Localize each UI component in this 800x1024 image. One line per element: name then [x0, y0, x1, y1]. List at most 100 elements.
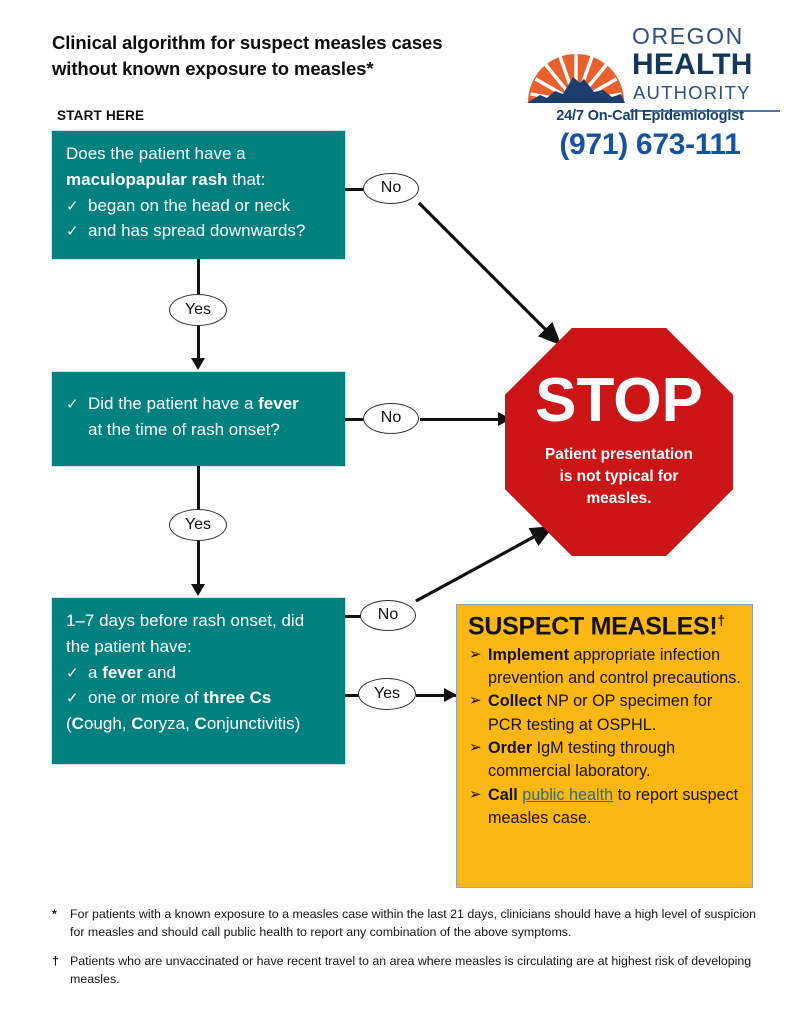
suspect-item-1-lead: Collect: [488, 692, 542, 711]
oval-label-no-1: No: [380, 179, 402, 196]
connector-oval-no-1[interactable]: No: [363, 173, 419, 204]
arrowhead-to-suspect-box: [444, 688, 457, 702]
logo-word-authority: AUTHORITY: [633, 82, 751, 103]
connector-oval-yes-1[interactable]: Yes: [169, 294, 227, 326]
box3-check-2: ✓ one or more of three Cs: [66, 685, 333, 711]
suspect-item-3-rest: to report suspect measles case.: [488, 785, 739, 828]
arrowhead-to-box3: [191, 584, 205, 596]
decision-box-prodrome[interactable]: 1–7 days before rash onset, did the pati…: [52, 598, 345, 764]
suspect-measles-title: SUSPECT MEASLES!†: [468, 612, 742, 641]
suspect-item-3-lead: Call: [488, 785, 518, 804]
box2-fever-term: fever: [258, 394, 299, 413]
box3-c-cough: C: [71, 714, 84, 734]
sunburst-mountain-icon: [527, 52, 625, 104]
box3-line-5: (Cough, Coryza, Conjunctivitis): [66, 714, 301, 734]
box2-line-1-text: Did the patient have a: [88, 394, 259, 413]
octagon-shape: [505, 328, 733, 556]
box3-line-1: 1–7 days before rash onset, did: [66, 611, 305, 630]
checkmark-icon: ✓: [66, 396, 79, 413]
footnote-marker: †: [52, 954, 59, 969]
box3-line-2: the patient have:: [66, 636, 192, 656]
suspect-item-2-rest: IgM testing through commercial laborator…: [488, 739, 676, 781]
oval-label-yes-3: Yes: [373, 685, 401, 702]
box3-c-coryza: C: [131, 714, 144, 734]
logo-divider-rule: [630, 110, 780, 112]
footnotes: * For patients with a known exposure to a…: [50, 905, 760, 999]
box1-check-2-text: and has spread downwards?: [88, 221, 306, 241]
suspect-action-item: ➢ Call public health to report suspect me…: [468, 784, 742, 831]
connector-box2-to-yes2: [197, 466, 200, 510]
checkmark-icon: ✓: [66, 690, 79, 708]
start-here-label: START HERE: [57, 108, 145, 123]
oncall-epidemiologist-label: 24/7 On-Call Epidemiologist: [556, 108, 744, 124]
box3-check-1: ✓a fever and: [66, 660, 333, 686]
connector-box2-to-no2: [345, 418, 365, 421]
suspect-title-text: SUSPECT MEASLES!: [468, 612, 718, 641]
oval-label-no-3: No: [377, 606, 399, 623]
arrow-bullet-icon: ➢: [469, 692, 482, 710]
suspect-title-dagger: †: [717, 612, 725, 628]
checkmark-icon: ✓: [66, 223, 79, 241]
logo-word-oregon: OREGON: [632, 23, 744, 49]
suspect-item-0-lead: Implement: [488, 645, 569, 664]
suspect-measles-panel: SUSPECT MEASLES!† ➢ Implement appropriate…: [456, 604, 753, 888]
oncall-phone-number[interactable]: (971) 673-111: [559, 128, 741, 161]
logo-wordmark: OREGON HEALTH AUTHORITY: [632, 22, 776, 108]
stop-sign: STOP Patient presentation is not typical…: [505, 328, 733, 556]
page-title-line-1: Clinical algorithm for suspect measles c…: [52, 32, 443, 53]
box1-line-1: Does the patient have a: [66, 144, 246, 163]
arrow-bullet-icon: ➢: [469, 739, 482, 757]
box3-check-1-pre: a: [88, 662, 103, 682]
connector-box1-to-yes1: [197, 259, 200, 295]
connector-oval-no-2[interactable]: No: [363, 403, 419, 434]
box1-check-1-text: began on the head or neck: [88, 195, 291, 215]
footnote-asterisk-text: For patients with a known exposure to a …: [70, 907, 756, 940]
checkmark-icon: ✓: [66, 197, 79, 215]
stop-subtext-line-1: Patient presentation: [545, 446, 693, 463]
footnote-dagger-text: Patients who are unvaccinated or have re…: [70, 954, 752, 987]
logo-word-health: HEALTH: [632, 48, 753, 81]
suspect-item-1-rest: NP or OP specimen for PCR testing at OSP…: [488, 692, 713, 734]
box2-line-1: ✓ Did the patient have a fever: [66, 391, 333, 417]
arrowhead-to-box2: [191, 358, 205, 370]
footnote-marker: *: [52, 907, 57, 921]
box1-check-2: ✓ and has spread downwards?: [66, 218, 333, 244]
page-title-line-2: without known exposure to measles*: [52, 58, 374, 80]
connector-no2-to-stop: [420, 418, 503, 421]
connector-box3-to-no3: [345, 615, 362, 618]
decision-box-rash[interactable]: Does the patient have a maculopapular ra…: [52, 131, 345, 259]
footnote-dagger: † Patients who are unvaccinated or have r…: [50, 952, 760, 988]
box3-fever-term: fever: [102, 662, 143, 682]
footnote-asterisk: * For patients with a known exposure to a…: [50, 905, 760, 941]
box1-line-2: maculopapular rash that:: [66, 167, 333, 193]
oval-label-yes-1: Yes: [184, 301, 212, 318]
suspect-item-0-rest: appropriate infection prevention and con…: [488, 645, 741, 688]
connector-yes3-to-suspect: [416, 694, 456, 697]
suspect-action-item: ➢ Implement appropriate infection prevent…: [468, 644, 742, 691]
box3-check-2-pre: one or more of: [88, 688, 204, 708]
connector-oval-yes-2[interactable]: Yes: [169, 509, 227, 541]
suspect-item-2-lead: Order: [488, 739, 533, 758]
decision-box-fever[interactable]: ✓ Did the patient have a fever at the tim…: [52, 372, 345, 466]
box1-rash-term: maculopapular rash: [66, 169, 228, 189]
box1-check-1: ✓ began on the head or neck: [66, 193, 333, 219]
arrow-bullet-icon: ➢: [469, 785, 482, 803]
connector-oval-no-3[interactable]: No: [360, 600, 416, 631]
connector-box1-to-no1: [345, 188, 365, 191]
arrow-no1-to-stop: [417, 201, 562, 346]
box2-line-2: at the time of rash onset?: [66, 417, 333, 443]
stop-subtext-line-3: measles.: [586, 489, 652, 507]
box1-line-2-rest: that:: [227, 169, 266, 189]
arrow-bullet-icon: ➢: [469, 645, 482, 663]
box3-c-conjunctivitis: C: [194, 714, 207, 734]
suspect-action-item: ➢ Order IgM testing through commercial la…: [468, 737, 742, 784]
box3-three-cs-term: three Cs: [203, 688, 272, 708]
suspect-action-item: ➢ Collect NP or OP specimen for PCR testi…: [468, 690, 742, 737]
stop-subtext: Patient presentation is not typical for …: [527, 444, 711, 510]
connector-box3-to-yes3: [345, 694, 362, 697]
oval-label-yes-2: Yes: [184, 516, 212, 533]
connector-oval-yes-3[interactable]: Yes: [358, 678, 416, 710]
page-title: Clinical algorithm for suspect measles c…: [52, 30, 522, 83]
public-health-link[interactable]: public health: [522, 785, 614, 804]
